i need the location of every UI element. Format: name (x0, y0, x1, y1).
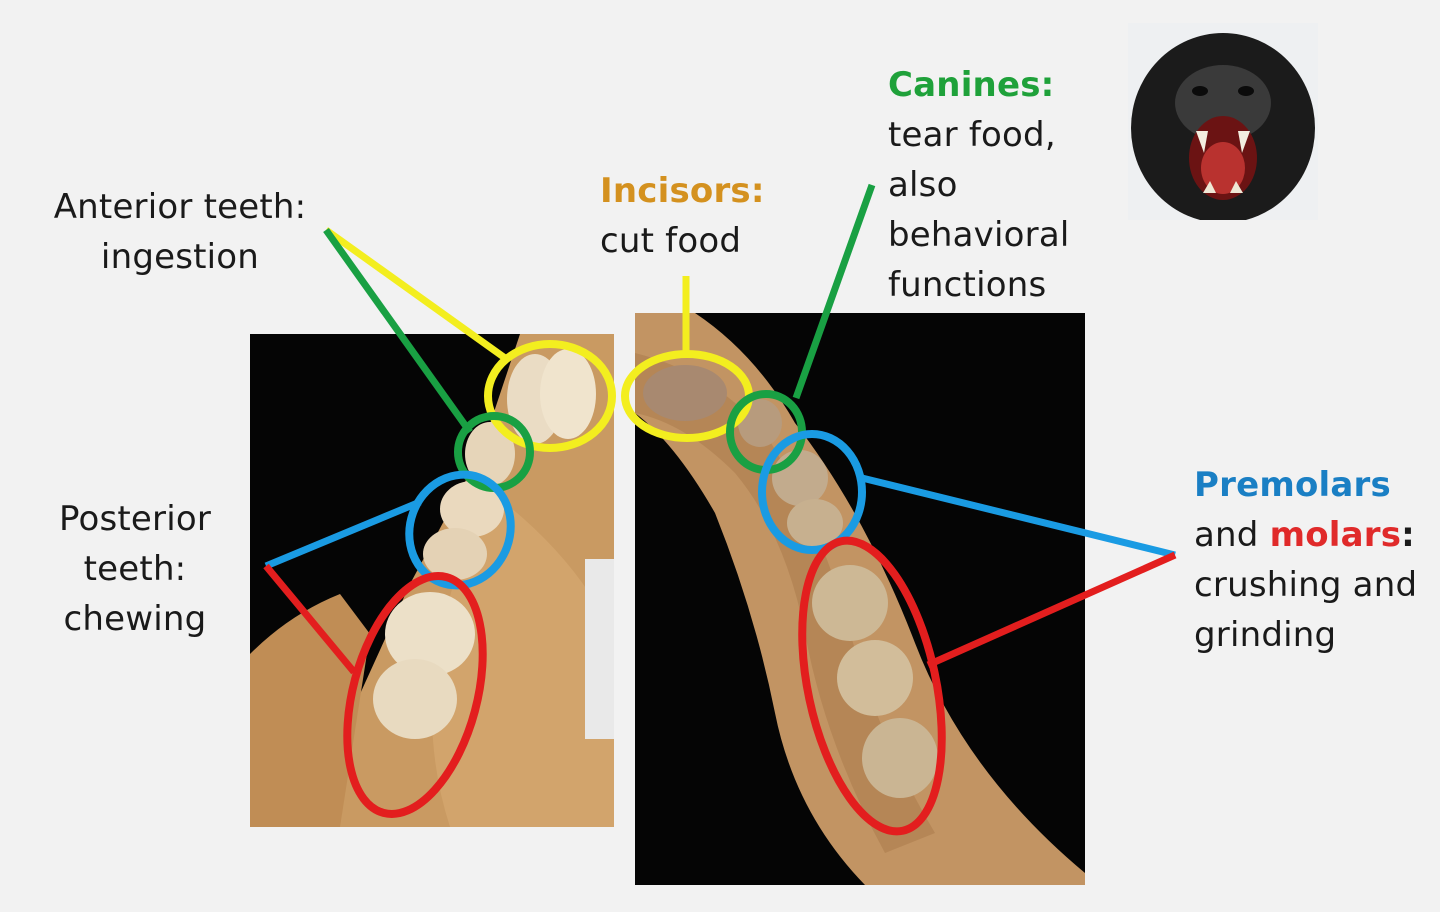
lower-premolars-circle (758, 430, 866, 554)
molars-title: molars (1269, 515, 1402, 555)
lower-jaw-photo (635, 313, 1085, 885)
lower-molars-circle (798, 536, 946, 836)
posterior-premolar-pointer-line (264, 498, 422, 570)
lower-canine-circle (726, 390, 806, 474)
canines-line1: tear food, (888, 115, 1056, 155)
premolars-title: Premolars (1194, 465, 1391, 505)
premolars-molars-line0: and molars: (1194, 510, 1417, 560)
premolars-pointer-line (861, 474, 1176, 559)
incisors-title: Incisors: (600, 171, 765, 211)
canines-pointer-line (792, 183, 876, 400)
molars-pointer-line (926, 551, 1177, 669)
incisors-label: Incisors: cut food (600, 166, 765, 266)
premolars-molars-label: Premolars and molars: crushing and grind… (1194, 460, 1417, 660)
posterior-teeth-line1: Posterior (58, 499, 212, 539)
anterior-teeth-line1: Anterior teeth: (53, 187, 307, 227)
and-word: and (1194, 515, 1270, 555)
canines-label: Canines: tear food, also behavioral func… (888, 60, 1070, 310)
posterior-teeth-line2: teeth: (83, 549, 187, 589)
anterior-teeth-line2: ingestion (100, 237, 260, 277)
canines-line2: also (888, 165, 958, 205)
canines-line4: functions (888, 265, 1047, 305)
posterior-teeth-label: Posterior teeth: chewing (40, 494, 230, 644)
canines-title: Canines: (888, 65, 1055, 105)
premolars-molars-line2: grinding (1194, 615, 1337, 655)
anterior-teeth-label: Anterior teeth: ingestion (40, 182, 320, 282)
molars-colon: : (1401, 515, 1415, 555)
upper-molars-circle (343, 572, 487, 818)
premolars-molars-line1: crushing and (1194, 565, 1418, 605)
posterior-teeth-line3: chewing (63, 599, 207, 639)
posterior-molar-pointer-line (263, 563, 357, 675)
anterior-incisor-pointer-line (323, 227, 508, 361)
upper-incisors-circle (484, 340, 616, 452)
canines-line3: behavioral (888, 215, 1070, 255)
chimpanzee-photo (1128, 23, 1318, 220)
upper-premolars-circle (405, 470, 515, 590)
incisors-desc: cut food (600, 221, 742, 261)
anterior-canine-pointer-line (323, 227, 473, 435)
